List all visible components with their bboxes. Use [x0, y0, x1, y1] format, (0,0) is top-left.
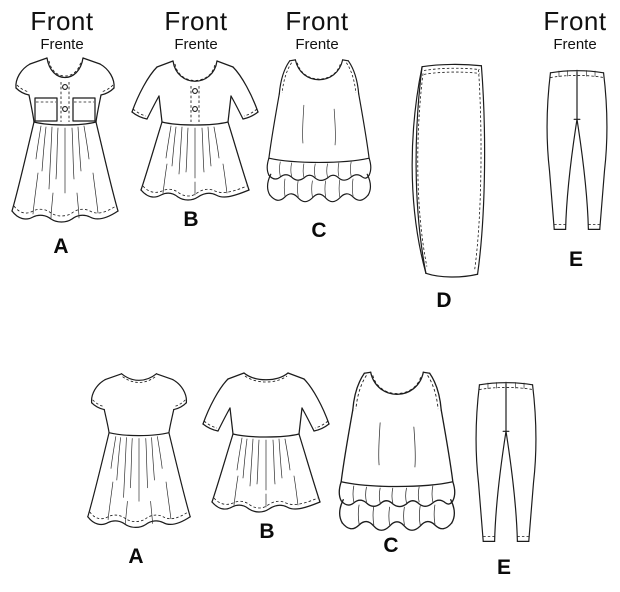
view-letter-c-back: C: [383, 534, 399, 557]
front-label-text: Front: [30, 6, 94, 36]
frente-label-text: Frente: [553, 36, 597, 53]
skirt-d-drawing: [411, 63, 486, 278]
leggings-e-front-drawing: [546, 69, 608, 230]
leggings-e-back-drawing: [475, 381, 537, 542]
dress-c-front-drawing: [266, 59, 372, 203]
view-letter-b-back: B: [259, 520, 275, 543]
view-letter-c-front: C: [311, 219, 327, 242]
frente-label-text: Frente: [174, 36, 218, 53]
front-label-text: Front: [164, 6, 228, 36]
view-letter-d: D: [436, 289, 452, 312]
front-label-text: Front: [285, 6, 349, 36]
front-label-view-a: Front Frente: [0, 8, 132, 52]
dress-a-back-drawing: [87, 373, 191, 528]
frente-label-text: Frente: [40, 36, 84, 53]
view-letter-e-front: E: [568, 248, 584, 271]
front-label-view-e: Front Frente: [505, 8, 620, 52]
front-label-view-b: Front Frente: [126, 8, 266, 52]
dress-b-back-drawing: [202, 372, 330, 513]
front-label-text: Front: [543, 6, 607, 36]
dress-a-front-drawing: [11, 57, 119, 223]
view-letter-e-back: E: [496, 556, 512, 579]
frente-label-text: Frente: [295, 36, 339, 53]
dress-b-front-drawing: [131, 60, 259, 201]
dress-c-back-drawing: [338, 371, 456, 531]
view-letter-a-back: A: [128, 545, 144, 568]
view-letter-a-front: A: [53, 235, 69, 258]
view-letter-b-front: B: [183, 208, 199, 231]
front-label-view-c: Front Frente: [247, 8, 387, 52]
